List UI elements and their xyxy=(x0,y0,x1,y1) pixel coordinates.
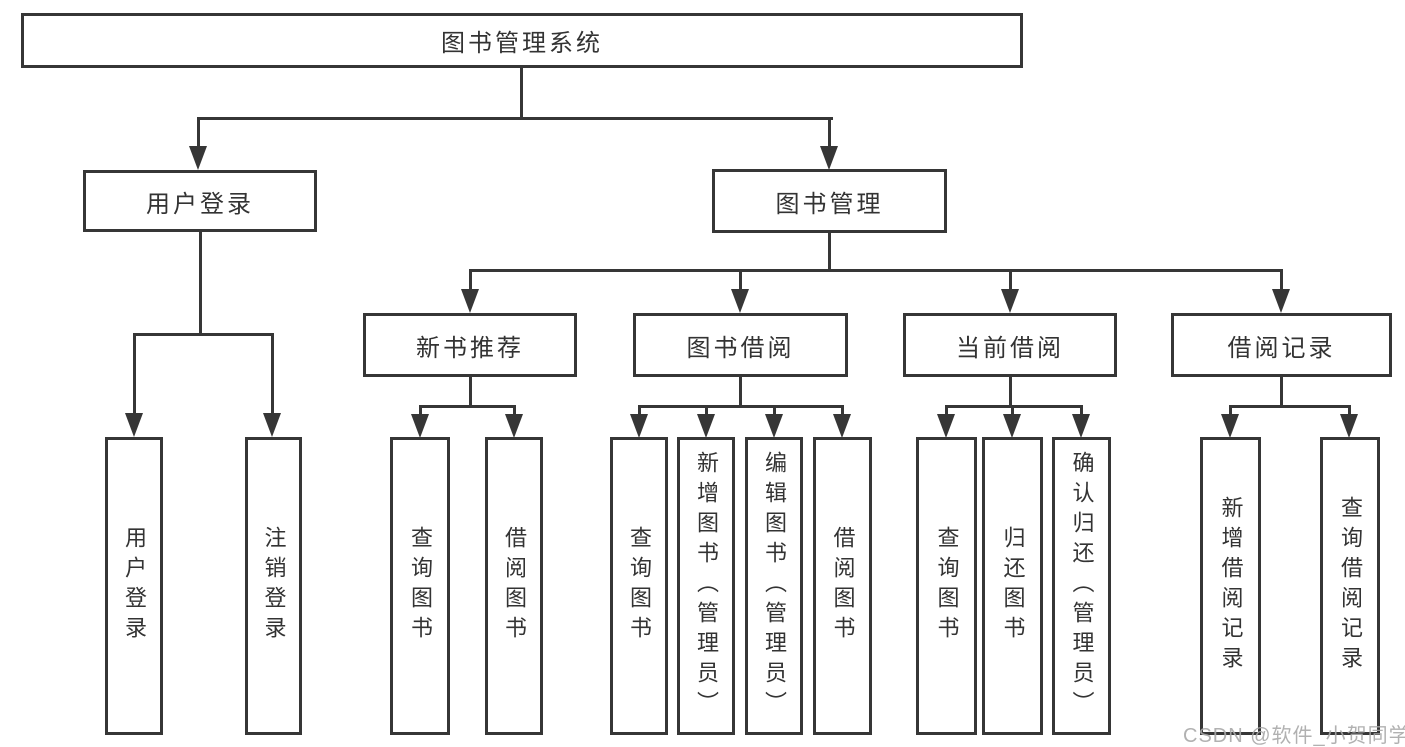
connector-line xyxy=(828,233,831,272)
connector-line xyxy=(469,377,472,407)
arrow-down-icon xyxy=(125,413,143,437)
node-user-login-action-label: 用户登录 xyxy=(122,526,147,646)
node-user-login: 用户登录 xyxy=(83,170,317,232)
node-cb-confirm-return-admin-label: 确认归还（管理员） xyxy=(1069,451,1095,721)
connector-line xyxy=(841,405,844,417)
node-new-book-recommend-label: 新书推荐 xyxy=(416,334,524,362)
connector-line xyxy=(419,405,516,408)
arrow-down-icon xyxy=(697,414,715,438)
csdn-watermark: CSDN @软件_小贺同学 xyxy=(1183,725,1405,747)
connector-line xyxy=(271,333,274,415)
node-book-borrow: 图书借阅 xyxy=(633,313,848,377)
node-nbr-borrow-books-label: 借阅图书 xyxy=(502,526,527,646)
arrow-down-icon xyxy=(505,414,523,438)
node-br-query-record-label: 查询借阅记录 xyxy=(1338,496,1363,676)
connector-line xyxy=(705,405,708,417)
connector-line xyxy=(638,405,641,417)
node-borrow-records: 借阅记录 xyxy=(1171,313,1392,377)
connector-line xyxy=(1080,405,1083,417)
arrow-down-icon xyxy=(189,146,207,170)
node-book-management-label: 图书管理 xyxy=(775,190,884,218)
node-br-add-record-label: 新增借阅记录 xyxy=(1218,496,1244,676)
connector-line xyxy=(469,269,472,292)
arrow-down-icon xyxy=(1072,414,1090,438)
arrow-down-icon xyxy=(765,414,783,438)
node-bb-add-books-admin: 新增图书（管理员） xyxy=(677,437,735,735)
node-nbr-query-books: 查询图书 xyxy=(390,437,450,735)
node-br-query-record: 查询借阅记录 xyxy=(1320,437,1380,735)
connector-line xyxy=(828,117,831,149)
node-borrow-records-label: 借阅记录 xyxy=(1227,334,1336,362)
connector-line xyxy=(419,405,422,417)
arrow-down-icon xyxy=(411,414,429,438)
connector-line xyxy=(1280,269,1283,292)
node-cb-query-books: 查询图书 xyxy=(916,437,977,735)
node-logout-action: 注销登录 xyxy=(245,437,302,735)
arrow-down-icon xyxy=(937,414,955,438)
node-nbr-borrow-books: 借阅图书 xyxy=(485,437,543,735)
node-user-login-action: 用户登录 xyxy=(105,437,163,735)
connector-line xyxy=(1009,377,1012,407)
connector-line xyxy=(1229,405,1351,408)
node-bb-borrow-books-label: 借阅图书 xyxy=(830,526,856,646)
arrow-down-icon xyxy=(1340,414,1358,438)
arrow-down-icon xyxy=(820,146,838,170)
arrow-down-icon xyxy=(833,414,851,438)
node-root: 图书管理系统 xyxy=(21,13,1023,68)
connector-line xyxy=(945,405,948,417)
connector-line xyxy=(133,333,136,415)
node-cb-confirm-return-admin: 确认归还（管理员） xyxy=(1052,437,1111,735)
connector-line xyxy=(1011,405,1014,417)
node-current-borrow-label: 当前借阅 xyxy=(956,334,1064,362)
arrow-down-icon xyxy=(1221,414,1239,438)
node-current-borrow: 当前借阅 xyxy=(903,313,1117,377)
connector-line xyxy=(1229,405,1232,417)
node-bb-borrow-books: 借阅图书 xyxy=(813,437,872,735)
node-bb-edit-books-admin-label: 编辑图书（管理员） xyxy=(762,451,787,721)
connector-line xyxy=(1280,377,1283,407)
connector-line xyxy=(638,405,844,408)
connector-line xyxy=(469,269,1283,272)
node-bb-query-books-label: 查询图书 xyxy=(627,526,652,646)
node-br-add-record: 新增借阅记录 xyxy=(1200,437,1261,735)
node-cb-query-books-label: 查询图书 xyxy=(934,526,960,646)
node-cb-return-books-label: 归还图书 xyxy=(1000,526,1026,646)
node-bb-query-books: 查询图书 xyxy=(610,437,668,735)
connector-line xyxy=(513,405,516,417)
arrow-down-icon xyxy=(263,413,281,437)
node-logout-action-label: 注销登录 xyxy=(261,526,287,646)
connector-line xyxy=(773,405,776,417)
node-book-borrow-label: 图书借阅 xyxy=(686,334,795,362)
arrow-down-icon xyxy=(1003,414,1021,438)
arrow-down-icon xyxy=(1001,289,1019,313)
connector-line xyxy=(1009,269,1012,292)
connector-line xyxy=(739,269,742,292)
node-bb-add-books-admin-label: 新增图书（管理员） xyxy=(694,451,719,721)
node-bb-edit-books-admin: 编辑图书（管理员） xyxy=(745,437,803,735)
node-cb-return-books: 归还图书 xyxy=(982,437,1043,735)
node-user-login-label: 用户登录 xyxy=(146,190,254,218)
connector-line xyxy=(197,117,833,120)
connector-line xyxy=(739,377,742,407)
arrow-down-icon xyxy=(630,414,648,438)
arrow-down-icon xyxy=(461,289,479,313)
node-book-management: 图书管理 xyxy=(712,169,947,233)
node-new-book-recommend: 新书推荐 xyxy=(363,313,577,377)
connector-line xyxy=(133,333,274,336)
connector-line xyxy=(199,232,202,335)
node-nbr-query-books-label: 查询图书 xyxy=(408,526,433,646)
node-root-label: 图书管理系统 xyxy=(441,30,603,57)
arrow-down-icon xyxy=(1272,289,1290,313)
connector-line xyxy=(1348,405,1351,417)
arrow-down-icon xyxy=(731,289,749,313)
connector-line xyxy=(197,117,200,149)
connector-line xyxy=(520,68,523,120)
